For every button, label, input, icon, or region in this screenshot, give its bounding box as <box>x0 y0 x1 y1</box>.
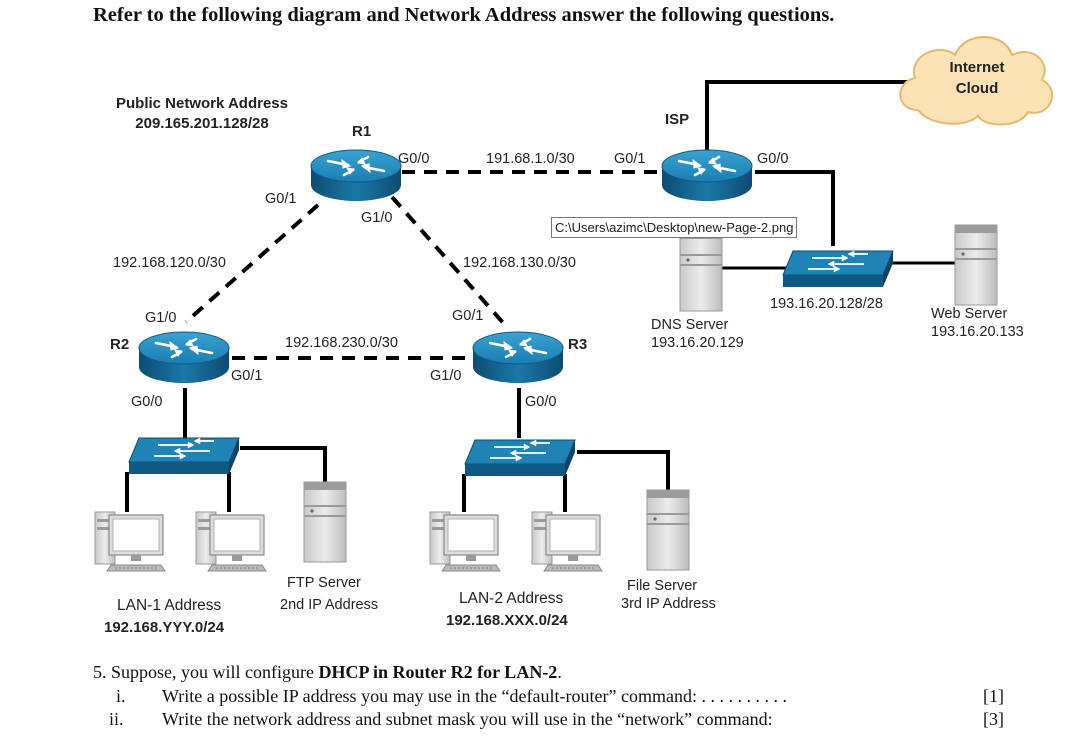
r1-isp-network: 191.68.1.0/30 <box>486 151 575 167</box>
switch-lan2[interactable] <box>464 439 576 477</box>
router-r3[interactable] <box>471 330 565 385</box>
cloud-label-line2: Cloud <box>956 80 999 97</box>
r1-g10-label: G1/0 <box>361 210 392 226</box>
r3-g01-label: G0/1 <box>452 308 483 324</box>
lan1-label: LAN-1 Address <box>117 597 221 614</box>
question-item-ii-marks: [3] <box>983 709 1004 729</box>
r2-g01-label: G0/1 <box>231 368 262 384</box>
r1-r2-network: 192.168.120.0/30 <box>113 255 226 271</box>
public-network-value: 209.165.201.128/28 <box>135 115 268 132</box>
file-path-tooltip: C:\Users\azimc\Desktop\new-Page-2.png <box>551 217 798 238</box>
router-r2[interactable] <box>137 330 231 385</box>
r3-label: R3 <box>568 336 587 353</box>
serial-links <box>184 170 660 360</box>
r3-g00-label: G0/0 <box>525 394 556 410</box>
isp-label: ISP <box>665 111 689 128</box>
isp-switch-link <box>755 170 835 246</box>
question-item-i-num: i. <box>116 686 126 706</box>
r1-r3-network: 192.168.130.0/30 <box>463 255 576 271</box>
dns-server-ip: 193.16.20.129 <box>651 335 744 351</box>
question-item-ii-text: Write the network address and subnet mas… <box>162 709 773 729</box>
web-server-ip: 193.16.20.133 <box>931 324 1024 340</box>
r1-g00-label: G0/0 <box>398 151 429 167</box>
ftp-server[interactable] <box>303 481 347 563</box>
question-intro-bold: DHCP in Router R2 for LAN-2 <box>318 662 558 682</box>
ftp-server-name: FTP Server <box>287 575 361 591</box>
web-server-name: Web Server <box>931 306 1007 322</box>
internet-cloud <box>899 36 1054 126</box>
isp-lan-network: 193.16.20.128/28 <box>770 296 883 312</box>
lan2-value: 192.168.XXX.0/24 <box>446 612 568 629</box>
r2-r3-network: 192.168.230.0/30 <box>285 335 398 351</box>
r1-label: R1 <box>352 123 371 140</box>
r3-g10-label: G1/0 <box>430 368 461 384</box>
question-item-i-text: Write a possible IP address you may use … <box>162 686 787 706</box>
lan1-pc-1[interactable] <box>94 511 166 572</box>
question-item-ii-num: ii. <box>109 709 124 729</box>
lan2-pc-2[interactable] <box>531 511 603 572</box>
question-5: 5. Suppose, you will configure DHCP in R… <box>93 662 562 683</box>
router-isp[interactable] <box>660 148 754 203</box>
cloud-label-line1: Internet <box>949 59 1004 76</box>
r1-r3-link <box>390 195 507 327</box>
question-intro-pre: Suppose, you will configure <box>111 662 319 682</box>
lan1-pc-2[interactable] <box>195 511 267 572</box>
ftp-server-ip: 2nd IP Address <box>280 597 378 613</box>
r1-r2-link <box>184 203 320 324</box>
public-network-label: Public Network Address <box>116 95 288 112</box>
solid-links <box>125 80 957 512</box>
switch-isp-lan[interactable] <box>782 250 894 288</box>
page-heading: Refer to the following diagram and Netwo… <box>93 4 835 26</box>
lan2-pc-1[interactable] <box>429 511 501 572</box>
question-intro-post: . <box>557 662 562 682</box>
file-server-ip: 3rd IP Address <box>621 596 716 612</box>
r2-g10-label: G1/0 <box>145 310 176 326</box>
isp-g00-label: G0/0 <box>757 151 788 167</box>
dns-server[interactable] <box>679 230 723 312</box>
question-item-i-marks: [1] <box>983 686 1004 706</box>
file-server-name: File Server <box>627 578 697 594</box>
dns-server-name: DNS Server <box>651 317 729 333</box>
switch-lan1[interactable] <box>128 437 240 475</box>
r2-g00-label: G0/0 <box>131 394 162 410</box>
lan2-label: LAN-2 Address <box>459 590 563 607</box>
r2-label: R2 <box>110 336 129 353</box>
file-server[interactable] <box>646 489 690 571</box>
web-server[interactable] <box>954 224 998 306</box>
isp-g01-label: G0/1 <box>614 151 645 167</box>
r1-g01-label: G0/1 <box>265 191 296 207</box>
lan1-value: 192.168.YYY.0/24 <box>104 619 225 636</box>
router-r1[interactable] <box>309 148 403 203</box>
isp-cloud-link <box>705 80 908 168</box>
question-number: 5. <box>93 662 107 682</box>
